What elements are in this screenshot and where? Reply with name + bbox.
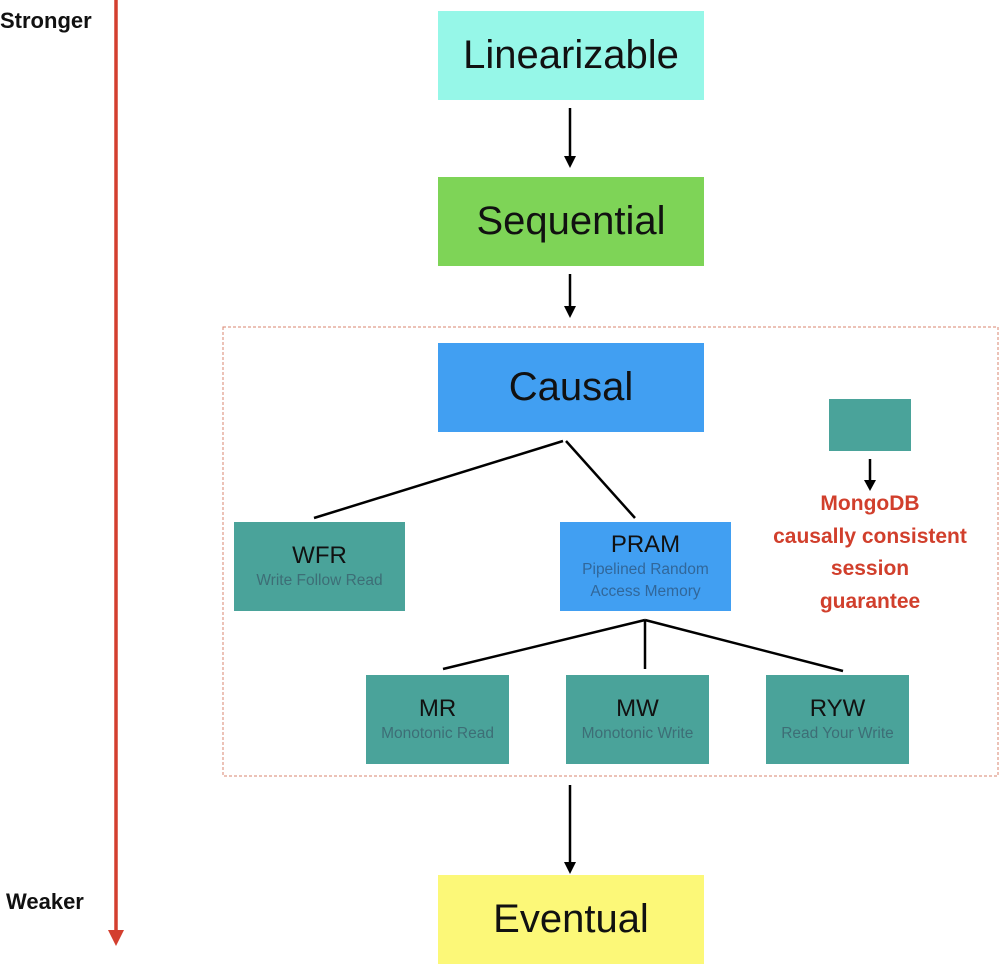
strength-axis-arrowhead — [108, 930, 124, 946]
node-mr-title: MR — [418, 694, 457, 722]
edge-pram-to-mr — [442, 618, 646, 671]
node-eventual: Eventual — [438, 875, 704, 964]
legend-swatch — [829, 399, 911, 451]
node-sequential: Sequential — [438, 177, 704, 266]
arrowhead — [564, 156, 576, 168]
node-sequential-title: Sequential — [476, 199, 666, 243]
node-ryw-subtitle: Read Your Write — [781, 724, 894, 742]
node-wfr-subtitle: Write Follow Read — [256, 571, 383, 589]
axis-label-weaker: Weaker — [6, 889, 84, 914]
legend-note-line: MongoDB — [820, 492, 920, 515]
node-mw: MW Monotonic Write — [566, 675, 709, 764]
node-pram-title: PRAM — [610, 530, 681, 558]
node-wfr: WFR Write Follow Read — [234, 522, 405, 611]
session-guarantees-group-border — [222, 326, 999, 777]
node-pram-subtitle-line2: Access Memory — [590, 582, 701, 600]
edge-causal-to-pram — [565, 440, 636, 519]
node-pram-subtitle-line1: Pipelined Random — [582, 560, 709, 578]
node-ryw-title: RYW — [809, 694, 866, 722]
arrowhead — [564, 306, 576, 318]
node-linearizable: Linearizable — [438, 11, 704, 100]
node-mw-subtitle: Monotonic Write — [581, 724, 694, 742]
edge-causal-to-wfr — [313, 439, 564, 520]
legend-note-line: causally consistent — [773, 524, 967, 548]
node-wfr-title: WFR — [292, 541, 347, 569]
node-pram: PRAM Pipelined Random Access Memory — [560, 522, 731, 611]
node-linearizable-title: Linearizable — [463, 33, 679, 77]
arrowhead — [564, 862, 576, 874]
legend-note-line: session — [830, 557, 910, 580]
edge-pram-to-ryw — [644, 618, 844, 673]
node-ryw: RYW Read Your Write — [766, 675, 909, 764]
node-causal-title: Causal — [508, 365, 634, 409]
node-causal: Causal — [438, 343, 704, 432]
node-mr-subtitle: Monotonic Read — [381, 724, 494, 742]
node-eventual-title: Eventual — [493, 897, 649, 941]
arrowhead — [864, 480, 876, 491]
legend-note: MongoDB causally consistent session guar… — [750, 488, 990, 618]
node-mw-title: MW — [616, 694, 659, 722]
axis-label-stronger: Stronger — [0, 8, 92, 33]
legend-note-line: guarantee — [819, 589, 921, 613]
node-mr: MR Monotonic Read — [366, 675, 509, 764]
